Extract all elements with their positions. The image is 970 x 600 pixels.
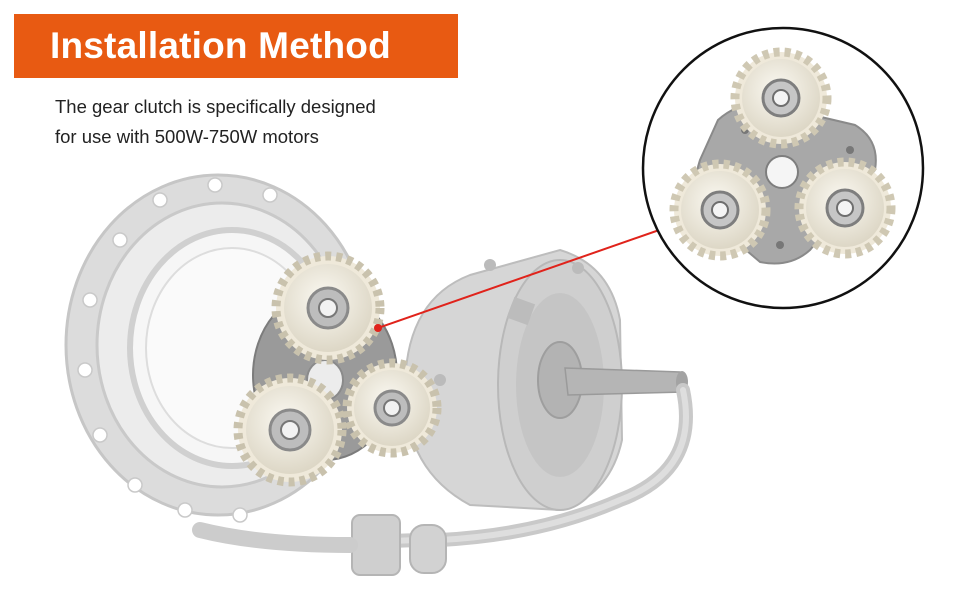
callout-pointer [374, 227, 666, 332]
description-line-1: The gear clutch is specifically designed [55, 96, 376, 117]
motor-casing [403, 248, 688, 512]
title-banner: Installation Method [14, 14, 458, 78]
motor-cable [192, 383, 693, 576]
description: The gear clutch is specifically designed… [55, 92, 475, 152]
detail-gear-right [794, 157, 896, 259]
gear-top [271, 251, 385, 365]
detail-gear-left [669, 159, 771, 261]
gear-detail-callout [641, 26, 925, 310]
detail-gear-top [730, 47, 832, 149]
page-title: Installation Method [50, 25, 391, 66]
gear-bottom-right [342, 358, 442, 458]
gear-bottom-left [233, 373, 347, 487]
description-line-2: for use with 500W-750W motors [55, 126, 319, 147]
